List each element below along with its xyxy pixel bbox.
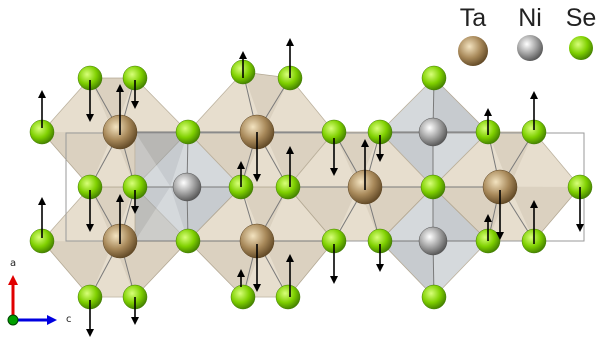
- se-atom: [275, 174, 301, 200]
- polyhedron-facet: [42, 78, 114, 133]
- polyhedron-facet: [509, 132, 580, 187]
- polyhedron-facet: [42, 132, 114, 187]
- legend-ni-sphere: [517, 35, 543, 61]
- se-atom: [275, 284, 301, 310]
- spin-arrows-layer: [38, 38, 584, 337]
- polyhedron-facet: [135, 186, 171, 241]
- legend-se-sphere: [569, 36, 593, 60]
- legend-ta-label: Ta: [459, 4, 487, 32]
- polyhedron-facet: [42, 241, 114, 297]
- a-axis-label: a: [10, 258, 17, 269]
- polyhedron-facet: [358, 186, 433, 241]
- polyhedron-facet: [241, 187, 288, 242]
- se-atom: [230, 284, 256, 310]
- polyhedron-facet: [113, 241, 188, 297]
- polyhedron-facet: [334, 186, 380, 241]
- polyhedron-facet: [188, 241, 264, 297]
- polyhedron-facet: [135, 132, 171, 187]
- atoms-layer: [29, 59, 593, 310]
- polyhedron-facet: [135, 132, 188, 187]
- b-axis-dot: [7, 314, 19, 326]
- polyhedron-facet: [263, 241, 334, 297]
- polyhedron-facet: [90, 241, 135, 297]
- polyhedron-facet: [433, 241, 488, 297]
- ni-atom: [418, 117, 448, 147]
- ni-atom: [172, 172, 202, 202]
- polyhedron-facet: [90, 132, 135, 187]
- se-atom: [421, 284, 447, 310]
- polyhedron-facet: [358, 132, 433, 187]
- se-atom: [175, 119, 201, 145]
- polyhedron-facet: [288, 186, 359, 241]
- polyhedron-facet: [380, 78, 434, 133]
- polyhedron-facet: [264, 78, 334, 132]
- axis-indicator: [7, 275, 57, 326]
- polyhedron-facet: [243, 72, 290, 132]
- polyhedron-facet: [42, 187, 114, 242]
- polyhedron-facet: [380, 241, 434, 297]
- polyhedron-facet: [264, 131, 334, 187]
- polyhedron-facet: [243, 241, 288, 297]
- polyhedron-facet: [433, 78, 488, 133]
- legend-se-label: Se: [565, 4, 596, 32]
- se-atom: [421, 65, 447, 91]
- polyhedron-facet: [263, 187, 334, 242]
- polyhedron-facet: [135, 186, 188, 241]
- polyhedron-facet: [188, 72, 264, 132]
- polyhedron-facet: [488, 132, 534, 187]
- legend-ta-sphere: [458, 36, 488, 66]
- se-atom: [175, 228, 201, 254]
- se-atom: [420, 174, 446, 200]
- legend-ni-label: Ni: [518, 4, 542, 32]
- c-axis-label: c: [66, 314, 72, 325]
- polyhedron-facet: [241, 131, 288, 187]
- polyhedron-facet: [509, 186, 580, 241]
- polyhedron-facet: [113, 78, 188, 133]
- polyhedron-facet: [288, 132, 359, 187]
- ni-atom: [418, 226, 448, 256]
